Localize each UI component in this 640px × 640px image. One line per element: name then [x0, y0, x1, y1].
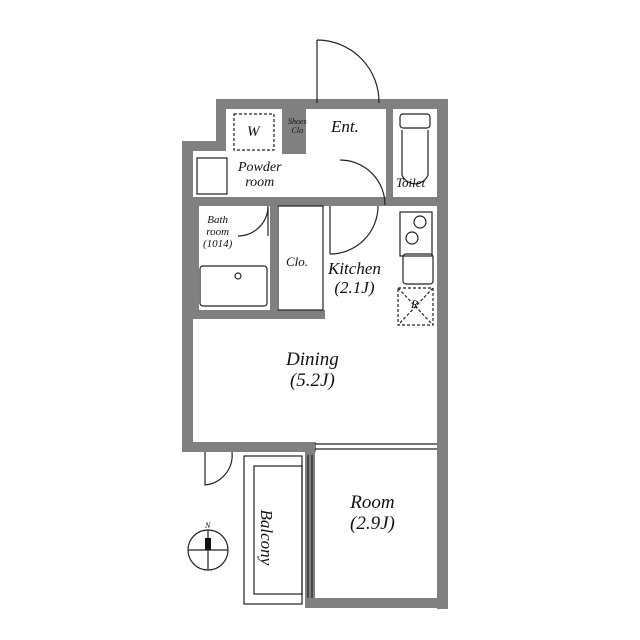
kitchen-label: Kitchen(2.1J)	[328, 259, 381, 297]
fridge-label: R	[411, 297, 419, 311]
balcony-label: Balcony	[257, 509, 277, 566]
entrance-label: Ent.	[331, 117, 359, 136]
room-label: Room(2.9J)	[350, 492, 395, 534]
dining-label: Dining(5.2J)	[286, 349, 339, 391]
w-label: W	[247, 124, 260, 140]
closet-label: Clo.	[286, 254, 309, 269]
walls	[182, 99, 448, 609]
fixtures	[187, 39, 437, 605]
toilet-label: Toilet	[396, 175, 426, 190]
compass-north-label: N	[205, 521, 211, 530]
